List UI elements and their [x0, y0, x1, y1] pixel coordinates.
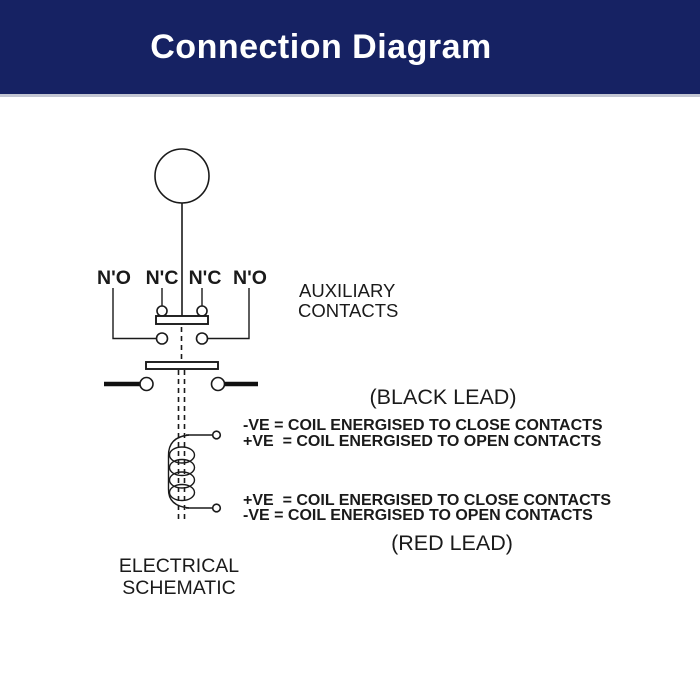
black-lead-close-note: -VE = COIL ENERGISED TO CLOSE CONTACTS [243, 417, 603, 434]
no-right-wire [207, 288, 250, 340]
coil-terminal-red-node [211, 503, 222, 513]
contact-label-nc-2: N'C [189, 267, 222, 289]
coil-loop-1 [168, 446, 196, 464]
main-contact-bar [145, 361, 219, 370]
auxiliary-contact-bar [155, 315, 209, 325]
nc-left-contact-node [156, 305, 168, 317]
red-lead-heading: (RED LEAD) [391, 531, 513, 555]
schematic-caption-line1: ELECTRICAL [119, 555, 239, 577]
main-contact-right-node [210, 376, 226, 392]
black-lead-open-note: +VE = COIL ENERGISED TO OPEN CONTACTS [243, 433, 602, 450]
black-lead-heading: (BLACK LEAD) [370, 385, 517, 409]
actuator-knob-circle [154, 148, 210, 204]
red-lead-close-note: +VE = COIL ENERGISED TO CLOSE CONTACTS [243, 492, 611, 509]
auxiliary-contacts-label-line1: AUXILIARY [299, 280, 395, 301]
coil-return-arc [167, 434, 190, 509]
contact-label-nc-1: N'C [146, 267, 179, 289]
coil-loop-4 [168, 483, 196, 502]
coil-loop-2 [168, 458, 196, 477]
auxiliary-contacts-label-line2: CONTACTS [298, 300, 398, 321]
no-left-wire [112, 288, 157, 340]
coil-loop-3 [168, 471, 196, 489]
page-title: Connection Diagram [150, 27, 492, 66]
title-bar: Connection Diagram [0, 0, 700, 97]
schematic-caption-line2: SCHEMATIC [122, 577, 235, 599]
no-right-contact-node [195, 332, 209, 345]
coil-terminal-black-node [211, 430, 222, 440]
contact-label-no-1: N'O [97, 267, 131, 289]
main-contact-left-node [139, 376, 154, 392]
no-left-contact-node [155, 332, 169, 345]
contact-label-no-2: N'O [233, 267, 267, 289]
nc-right-contact-node [196, 305, 208, 317]
red-lead-open-note: -VE = COIL ENERGISED TO OPEN CONTACTS [243, 507, 593, 524]
